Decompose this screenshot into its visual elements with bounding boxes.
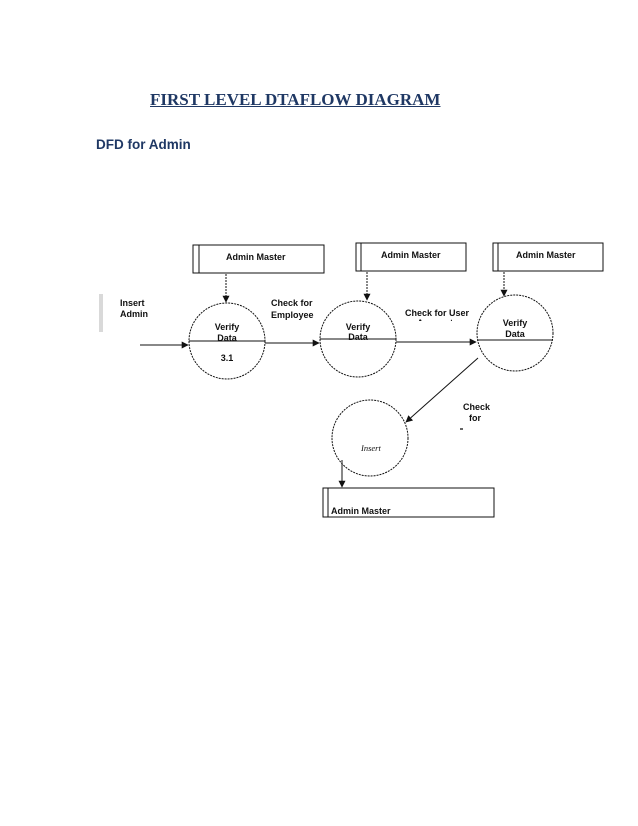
- process-label: Verify: [215, 322, 240, 332]
- data-store-admin-master-4: Admin Master: [322, 487, 495, 518]
- flow-label-check-for: Check for: [460, 402, 491, 430]
- data-store-admin-master-2: Admin Master: [355, 242, 467, 272]
- flow-label-check-for-employee: Check for Employee: [271, 298, 314, 320]
- data-store-admin-master-3: Admin Master: [492, 242, 604, 272]
- flow-label-text: Check for User: [405, 308, 470, 318]
- process-label: Data: [217, 333, 238, 343]
- flow-label-text: for: [469, 413, 481, 423]
- flow-label-text: Insert: [120, 298, 145, 308]
- process-verify-data-3: Verify Data: [476, 294, 554, 372]
- flow-label-text: Admin: [120, 309, 148, 319]
- data-store-label: Admin Master: [516, 250, 576, 260]
- process-label: Verify: [503, 318, 528, 328]
- flow-label-text: Employee: [271, 310, 314, 320]
- flow-label-text: Check: [463, 402, 491, 412]
- flow-arrow-process3-to-insert: [405, 357, 479, 423]
- data-store-label: Admin Master: [331, 506, 391, 516]
- process-label: Data: [505, 329, 526, 339]
- flow-label-check-for-user-account: Check for User Account: [400, 308, 470, 328]
- flow-label-insert-admin: Insert Admin: [99, 294, 148, 332]
- process-verify-data-1: Verify Data 3.1: [188, 302, 266, 380]
- data-store-label: Admin Master: [381, 250, 441, 260]
- process-number: 3.1: [221, 353, 234, 363]
- page-title: FIRST LEVEL DTAFLOW DIAGRAM: [150, 90, 441, 109]
- data-store-label: Admin Master: [226, 252, 286, 262]
- process-label: Data: [348, 332, 369, 342]
- process-verify-data-2: Verify Data: [319, 300, 397, 378]
- flow-label-text: Check for: [271, 298, 313, 308]
- section-heading: DFD for Admin: [96, 137, 191, 152]
- data-store-admin-master-1: Admin Master: [192, 244, 325, 274]
- process-label: Verify: [346, 322, 371, 332]
- process-label: Insert: [360, 443, 381, 453]
- process-insert: Insert: [331, 399, 409, 477]
